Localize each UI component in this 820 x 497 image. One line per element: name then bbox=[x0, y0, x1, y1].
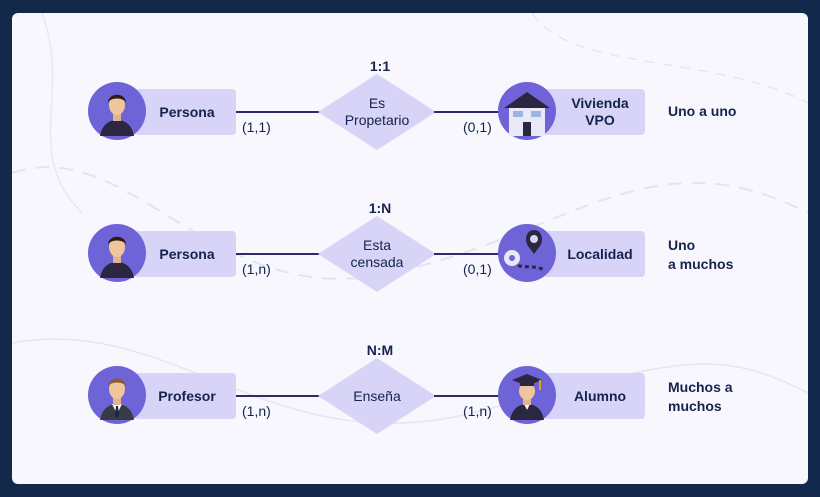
cardinality-right: (0,1) bbox=[463, 119, 492, 135]
cardinality-ratio: N:M bbox=[366, 342, 394, 358]
entity-vivienda-vpo bbox=[543, 89, 645, 135]
cardinality-ratio: 1:N bbox=[368, 200, 392, 216]
person-icon bbox=[88, 82, 146, 140]
cardinality-left: (1,n) bbox=[242, 261, 271, 277]
entity-label: Profesor bbox=[158, 388, 216, 404]
diagram-panel: 1:1 Persona (1,1) Es Propetario (0,1) Vi… bbox=[12, 13, 808, 484]
connector-line-right bbox=[434, 111, 524, 113]
house-icon bbox=[498, 82, 556, 140]
entity-label: Persona bbox=[159, 246, 215, 262]
cardinality-right: (0,1) bbox=[463, 261, 492, 277]
entity-alumno bbox=[543, 373, 645, 419]
teacher-icon bbox=[88, 366, 146, 424]
connector-line-left bbox=[236, 111, 336, 113]
relationship-diamond bbox=[318, 358, 436, 434]
relationship-type: Muchos a muchos bbox=[668, 379, 733, 414]
location-pin-icon bbox=[498, 224, 556, 282]
relationship-row-many-to-many: N:M Profesor (1,n) Enseña (1,n) Alumno bbox=[12, 342, 808, 442]
person-icon bbox=[88, 224, 146, 282]
cardinality-ratio: 1:1 bbox=[369, 58, 391, 74]
entity-persona bbox=[134, 231, 236, 277]
relationship-label: Esta censada bbox=[350, 237, 404, 270]
entity-profesor bbox=[134, 373, 236, 419]
entity-persona bbox=[134, 89, 236, 135]
entity-label: Localidad bbox=[567, 246, 633, 262]
entity-label: Vivienda VPO bbox=[571, 95, 629, 128]
graduate-icon bbox=[498, 366, 556, 424]
relationship-type: Uno a muchos bbox=[668, 237, 734, 272]
entity-label: Alumno bbox=[573, 388, 627, 404]
relationship-diamond bbox=[318, 74, 436, 150]
relationship-label: Es Propetario bbox=[344, 95, 410, 128]
relationship-label: Enseña bbox=[353, 388, 401, 404]
entity-localidad bbox=[543, 231, 645, 277]
connector-line-right bbox=[434, 395, 524, 397]
connector-line-left bbox=[236, 395, 336, 397]
relationship-row-one-to-many: 1:N Persona (1,n) Esta censada (0,1) Loc… bbox=[12, 200, 808, 300]
background-decoration bbox=[12, 13, 808, 424]
connector-line-left bbox=[236, 253, 336, 255]
relationship-row-one-to-one: 1:1 Persona (1,1) Es Propetario (0,1) Vi… bbox=[12, 58, 808, 158]
entity-label: Persona bbox=[159, 104, 215, 120]
cardinality-right: (1,n) bbox=[463, 403, 492, 419]
relationship-type: Uno a uno bbox=[668, 103, 737, 119]
connector-line-right bbox=[434, 253, 524, 255]
cardinality-left: (1,n) bbox=[242, 403, 271, 419]
cardinality-left: (1,1) bbox=[242, 119, 271, 135]
relationship-diamond bbox=[318, 216, 436, 292]
